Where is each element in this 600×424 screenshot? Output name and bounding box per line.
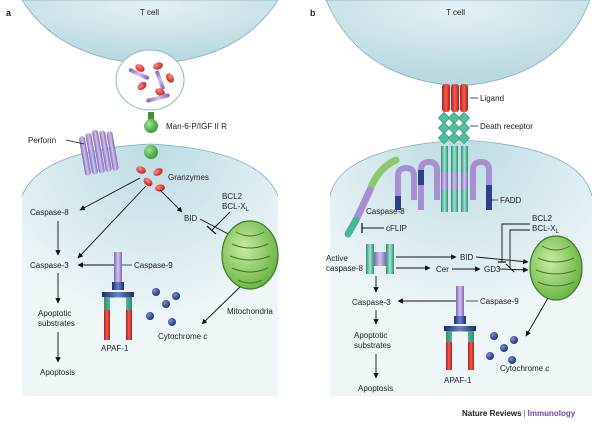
perforin-pore — [79, 129, 119, 176]
cytochrome-c-a — [146, 288, 180, 326]
granzymes-label: Granzymes — [168, 173, 209, 182]
cytochrome-label-a: Cytochrome c — [158, 332, 207, 341]
caspase3-label-b: Caspase-3 — [352, 298, 391, 307]
t-cell-b — [325, 0, 591, 87]
caspase9-label-b: Caspase-9 — [480, 297, 519, 306]
cytochrome-label-b: Cytochrome c — [500, 364, 549, 373]
substrates-label-b: substrates — [354, 341, 391, 350]
fadd-adaptors — [395, 158, 492, 210]
fadd-label: FADD — [500, 196, 522, 205]
procaspase8 — [344, 156, 400, 238]
cytochrome-c-b — [486, 332, 518, 364]
t-cell-label-a: T cell — [140, 8, 159, 17]
fas-ligand — [442, 84, 468, 112]
ligand-label: Ligand — [480, 94, 504, 103]
bid-label-a: BID — [184, 214, 198, 223]
substrates-label-a: substrates — [38, 319, 75, 328]
bclxl-label-a: BCL-XL — [222, 202, 250, 213]
death-receptor — [437, 111, 471, 145]
credit-brand: Nature Reviews — [462, 409, 522, 418]
apoptotic-label-a: Apoptotic — [38, 309, 71, 318]
granzymes-cluster — [136, 166, 165, 192]
bclxl-label-b: BCL-XL — [532, 224, 560, 235]
panel-b: b T cell Ligand Death receptor — [310, 0, 593, 396]
panel-a: a T cell Man-6-P/IGF II R — [6, 0, 279, 396]
caspase3-label-a: Caspase-3 — [30, 261, 69, 270]
caspase8-label-a: Caspase-8 — [30, 208, 69, 217]
active-caspase8-label-b: caspase-8 — [326, 264, 363, 273]
t-cell-label-b: T cell — [446, 8, 465, 17]
bid-label-b: BID — [460, 253, 474, 262]
apoptosis-label-b: Apoptosis — [358, 384, 393, 393]
mitochondrion-b — [529, 235, 583, 301]
granule-vesicle-a — [115, 49, 185, 111]
credit-separator: | — [523, 409, 526, 418]
apoptosome-a — [102, 252, 134, 340]
credit-journal: Immunology — [527, 409, 576, 418]
journal-credit: Nature Reviews|Immunology — [462, 409, 575, 418]
cflip-label: cFLIP — [386, 224, 407, 233]
apoptosis-label-a: Apoptosis — [40, 368, 75, 377]
apaf1-label-b: APAF-1 — [444, 376, 472, 385]
mitochondrion-a — [221, 220, 279, 290]
panel-a-letter: a — [6, 8, 12, 18]
bcl2-label-a: BCL2 — [222, 192, 243, 201]
active-caspase8 — [366, 244, 394, 274]
apaf1-label-a: APAF-1 — [101, 344, 129, 353]
mitochondria-label: Mitochondria — [227, 307, 273, 316]
receptor-label: Man-6-P/IGF II R — [166, 122, 227, 131]
perforin-label: Perforin — [28, 136, 56, 145]
death-receptor-label: Death receptor — [480, 122, 533, 131]
caspase8-label-b: Caspase-8 — [366, 207, 405, 216]
apoptotic-label-b: Apoptotic — [354, 331, 387, 340]
apoptosome-b — [444, 286, 476, 370]
caspase9-label-a: Caspase-9 — [134, 261, 173, 270]
cer-label: Cer — [436, 265, 449, 274]
active-label-b: Active — [326, 254, 348, 263]
receptor-tails — [441, 146, 468, 212]
gd3-label: GD3 — [484, 265, 501, 274]
bcl2-label-b: BCL2 — [532, 214, 553, 223]
panel-b-letter: b — [310, 8, 316, 18]
man6p-receptor — [144, 112, 158, 159]
